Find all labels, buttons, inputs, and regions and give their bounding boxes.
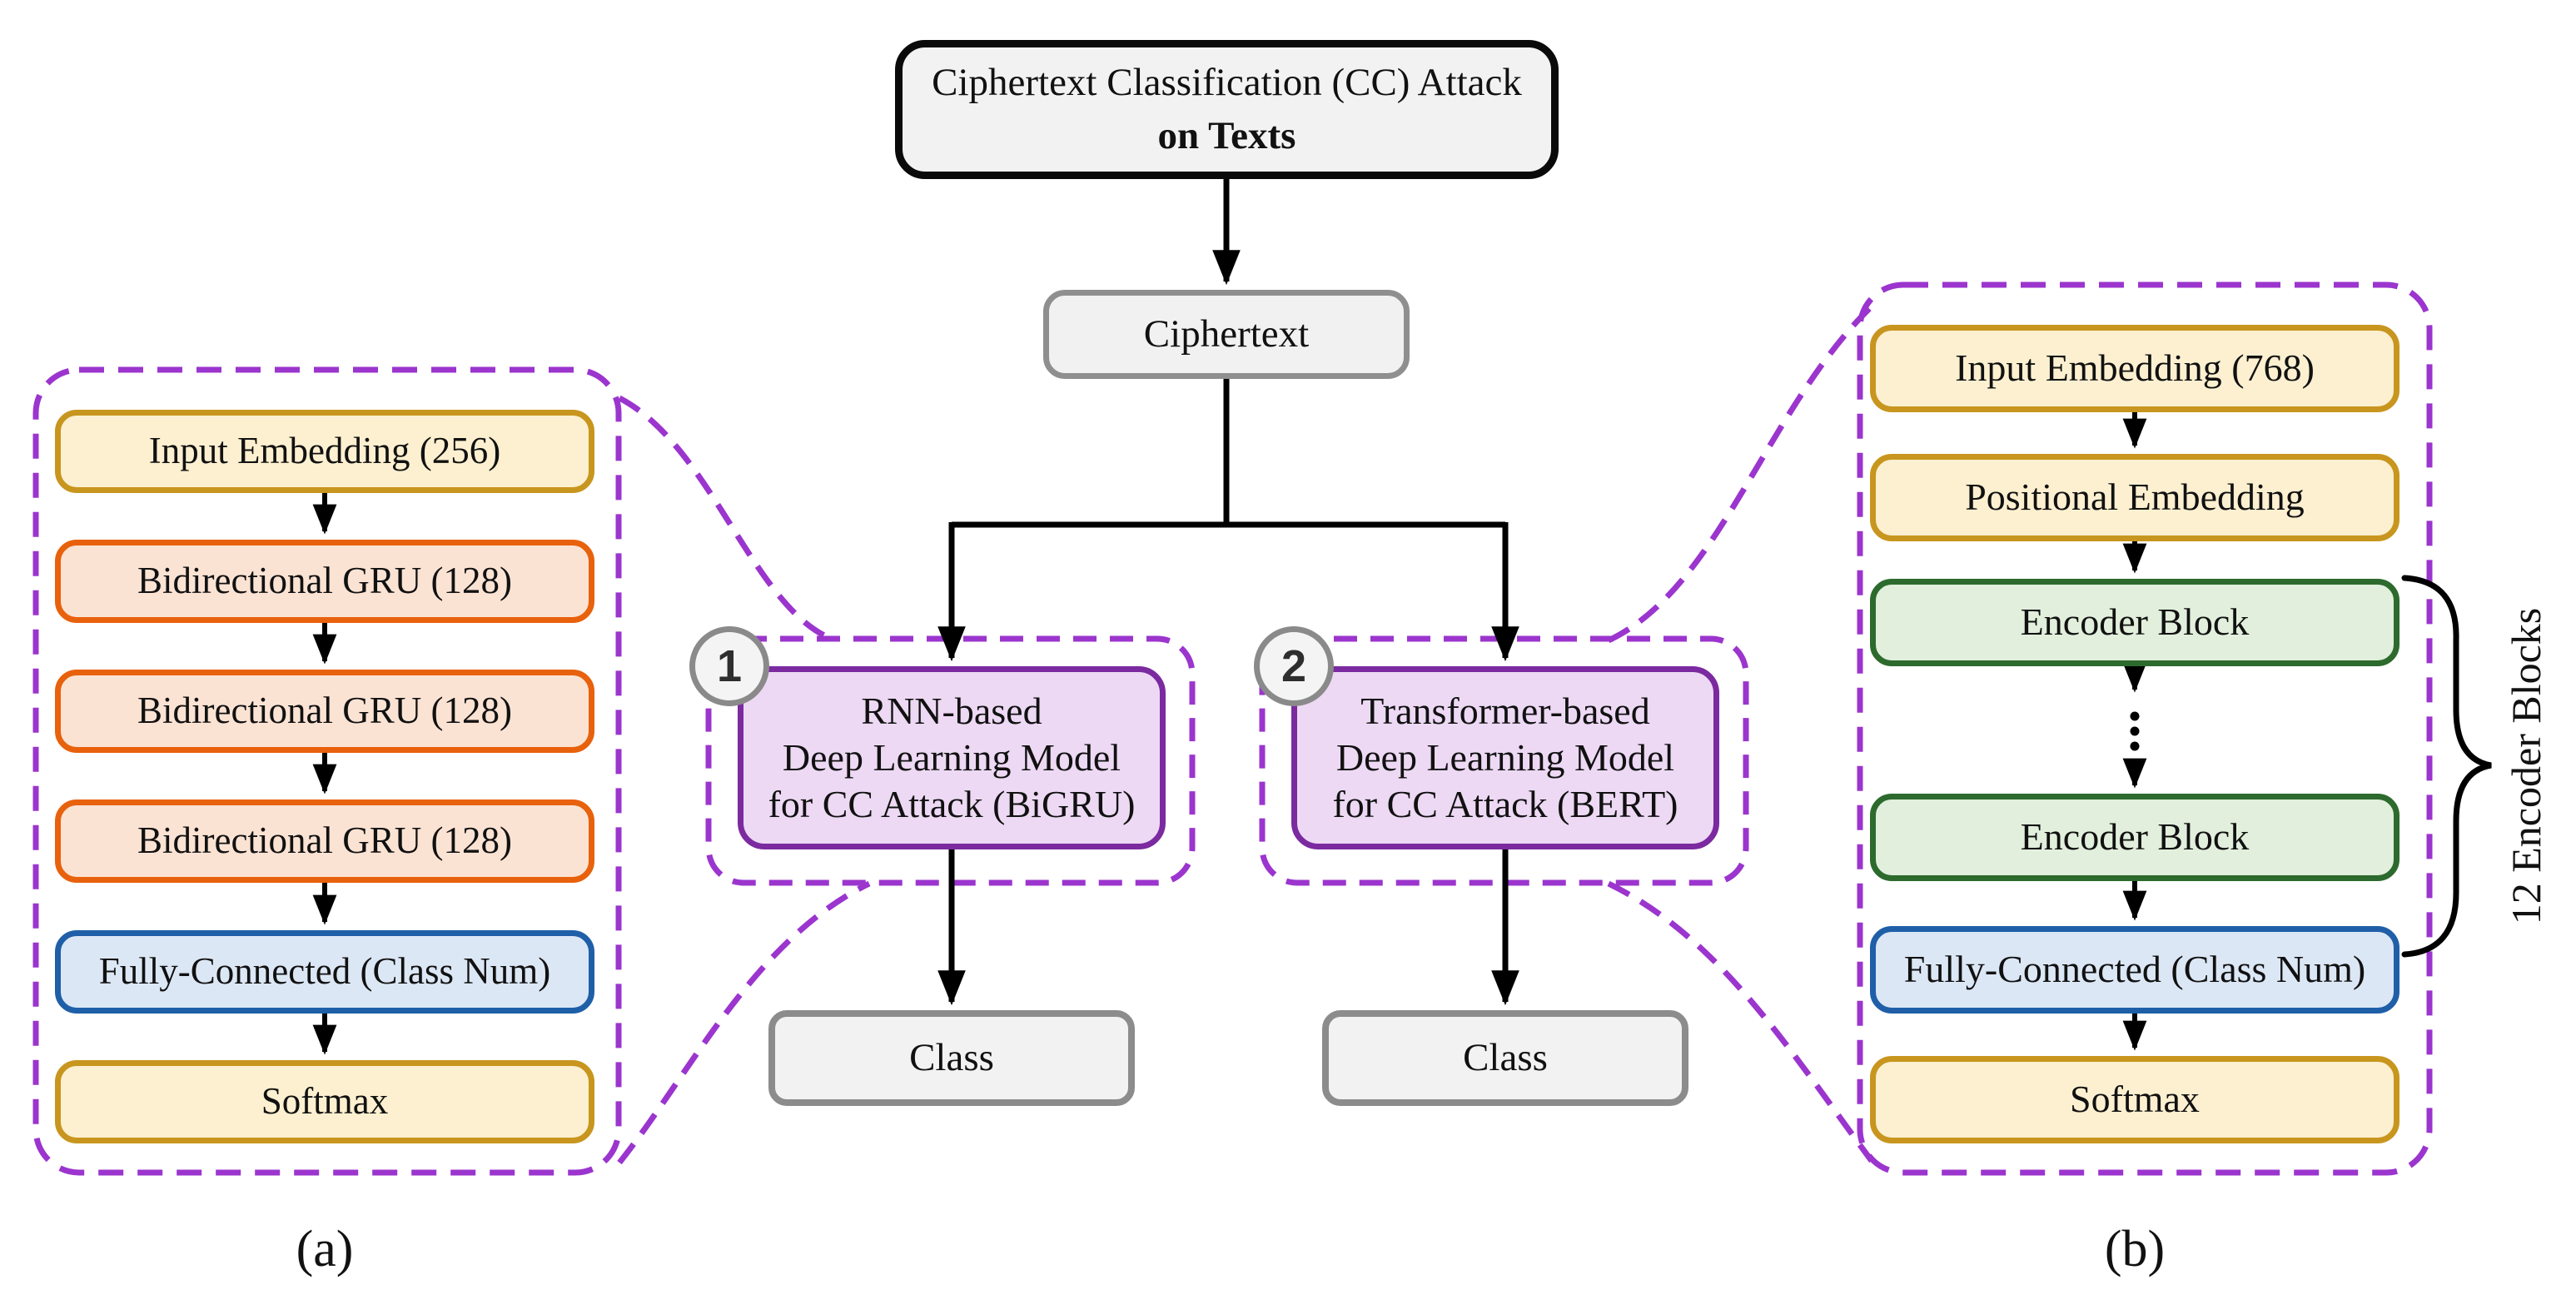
ellipsis-dot [2130, 726, 2140, 736]
model-2-number-badge: 2 [1254, 626, 1334, 706]
panel-a-bigru-box-3: Bidirectional GRU (128) [55, 799, 594, 883]
model-2-line3: for CC Attack (BERT) [1332, 783, 1678, 826]
panel-a-bigru-box-1: Bidirectional GRU (128) [55, 540, 594, 623]
panel-b-dashed-outline [1857, 281, 2433, 1176]
panel-a-box-label: Bidirectional GRU (128) [137, 560, 512, 602]
panel-b-box-label: Encoder Block [2020, 815, 2250, 859]
panel-a-box-label: Bidirectional GRU (128) [137, 819, 512, 862]
class-output-box-2: Class [1322, 1010, 1688, 1106]
class-output-box-1: Class [768, 1010, 1135, 1106]
root-attack-box: Ciphertext Classification (CC) Attack on… [895, 40, 1559, 179]
model-2-number: 2 [1281, 641, 1307, 691]
panel-b-input-embedding-box: Input Embedding (768) [1870, 325, 2399, 412]
panel-b-softmax-box: Softmax [1870, 1056, 2399, 1143]
encoder-blocks-brace-label: 12 Encoder Blocks [2503, 533, 2549, 999]
model-2-to-panel-b-top-curve [1607, 302, 1876, 644]
root-attack-title-line1: Ciphertext Classification (CC) Attack [932, 61, 1522, 105]
model-1-line2: Deep Learning Model [782, 735, 1121, 779]
panel-a-fully-connected-box: Fully-Connected (Class Num) [55, 930, 594, 1014]
panel-b-caption: (b) [1927, 1212, 2343, 1287]
panel-b-fully-connected-box: Fully-Connected (Class Num) [1870, 926, 2399, 1014]
model-1-dashed-outline [705, 635, 1196, 886]
panel-a-box-label: Fully-Connected (Class Num) [98, 950, 551, 993]
panel-a-bigru-box-2: Bidirectional GRU (128) [55, 670, 594, 753]
model-1-line1: RNN-based [861, 689, 1042, 732]
panel-a-box-label: Bidirectional GRU (128) [137, 690, 512, 732]
model-1-number-badge: 1 [689, 626, 769, 706]
model-2-line2: Deep Learning Model [1335, 735, 1675, 779]
panel-a-caption: (a) [117, 1212, 533, 1287]
panel-a-box-label: Input Embedding (256) [148, 430, 501, 472]
model-2-box: Transformer-based Deep Learning Model fo… [1291, 666, 1719, 849]
panel-a-to-model-1-bottom-curve [617, 880, 871, 1165]
class-output-label-1: Class [909, 1036, 994, 1080]
encoder-blocks-brace [2401, 575, 2492, 958]
class-output-label-2: Class [1463, 1036, 1548, 1080]
panel-a-softmax-box: Softmax [55, 1060, 594, 1143]
panel-a-to-model-1-top-curve [618, 395, 838, 644]
ciphertext-label: Ciphertext [1143, 312, 1310, 356]
panel-b-encoder-block-box-1: Encoder Block [1870, 579, 2399, 666]
panel-b-positional-embedding-box: Positional Embedding [1870, 454, 2399, 541]
model-2-line1: Transformer-based [1360, 689, 1650, 732]
panel-a-input-embedding-box: Input Embedding (256) [55, 410, 594, 493]
brace-label-text: 12 Encoder Blocks [2503, 607, 2549, 925]
panel-b-encoder-block-box-2: Encoder Block [1870, 794, 2399, 881]
panel-b-box-label: Encoder Block [2020, 600, 2250, 644]
panel-a-box-label: Softmax [261, 1080, 389, 1123]
root-attack-title-line2: on Texts [1157, 113, 1296, 157]
model-2-to-panel-b-bottom-curve [1607, 880, 1874, 1163]
ellipsis-dot [2130, 741, 2140, 751]
panel-b-caption-text: (b) [2104, 1220, 2166, 1278]
model-2-dashed-outline [1259, 635, 1749, 886]
ciphertext-box: Ciphertext [1043, 290, 1410, 379]
ellipsis-dot [2130, 711, 2140, 721]
panel-a-dashed-outline [32, 366, 622, 1176]
panel-b-box-label: Input Embedding (768) [1955, 346, 2315, 390]
panel-a-caption-text: (a) [296, 1220, 354, 1278]
panel-b-box-label: Positional Embedding [1965, 476, 2305, 519]
model-1-box: RNN-based Deep Learning Model for CC Att… [738, 666, 1166, 849]
model-1-line3: for CC Attack (BiGRU) [768, 783, 1136, 826]
panel-b-box-label: Fully-Connected (Class Num) [1903, 948, 2366, 991]
panel-b-box-label: Softmax [2070, 1078, 2200, 1121]
model-1-number: 1 [716, 641, 743, 691]
